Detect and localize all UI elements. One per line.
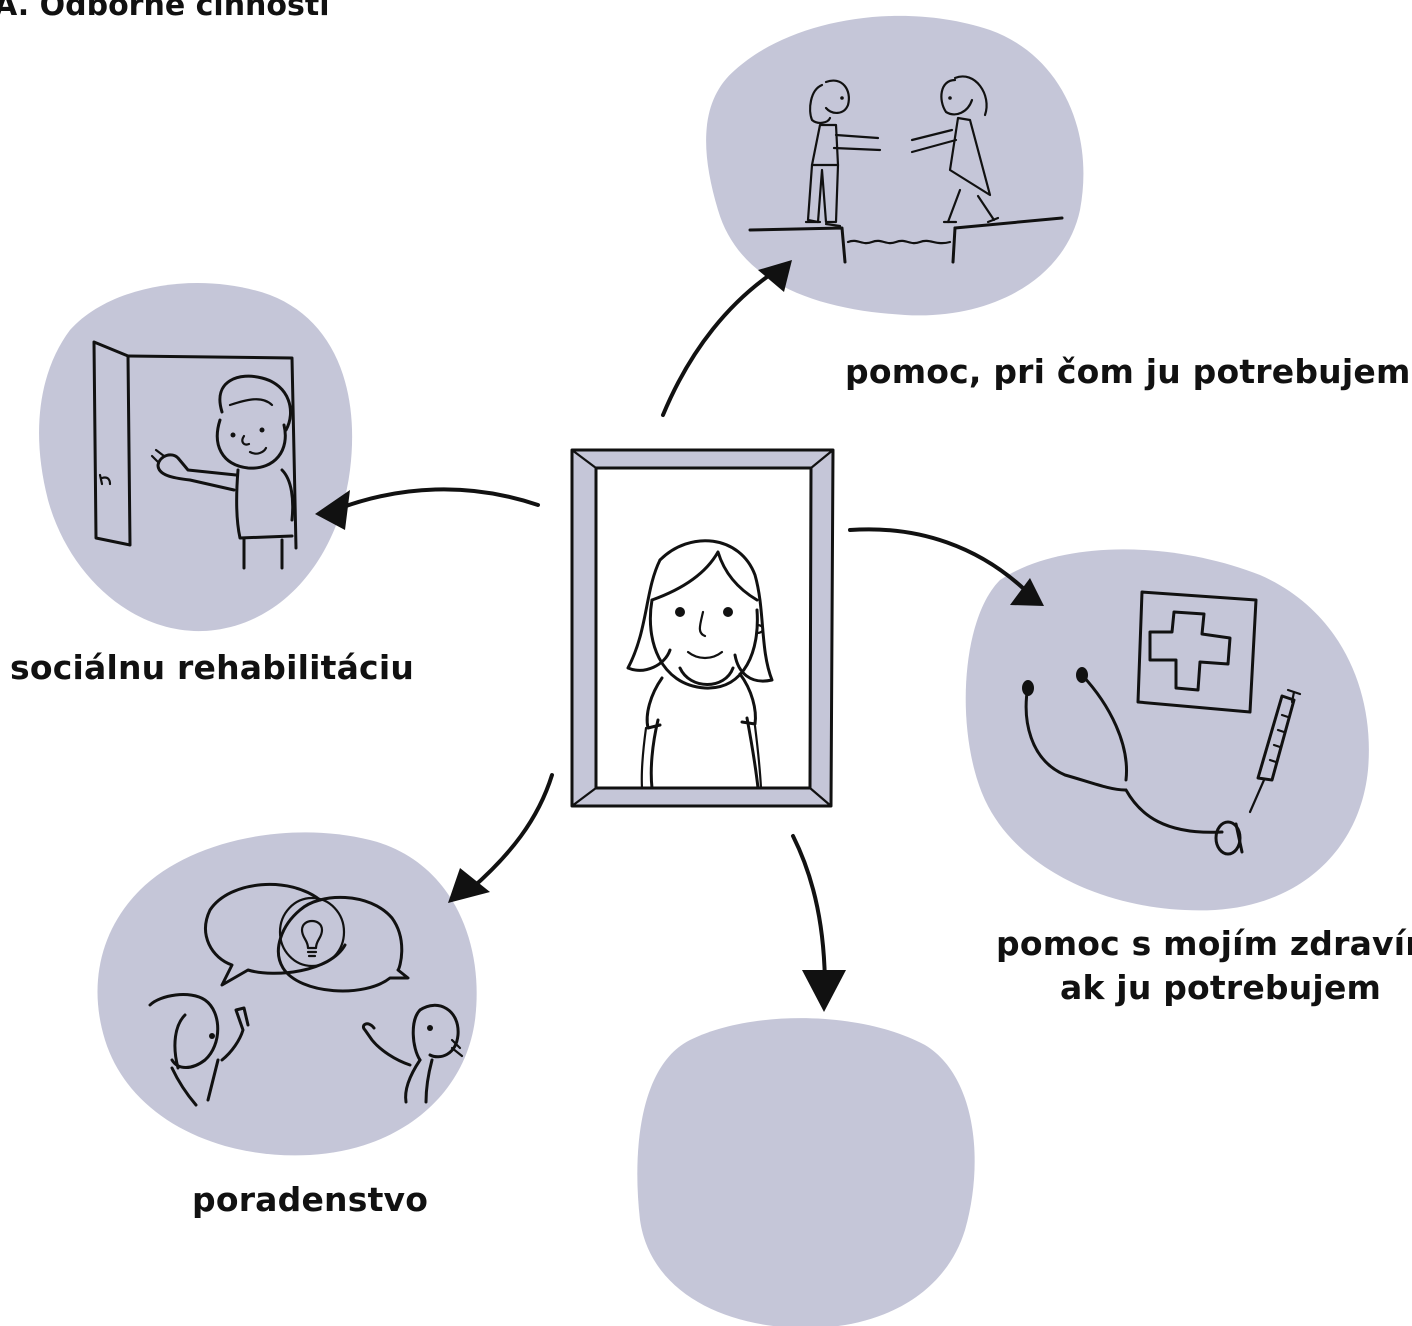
label-rehab: sociálnu rehabilitáciu <box>10 648 415 687</box>
page-title: A. Odborné činnosti <box>0 0 330 23</box>
conversation-icon <box>148 882 464 1107</box>
open-door-icon <box>92 340 298 570</box>
blob-health <box>965 549 1369 911</box>
arrow-to-rehab <box>315 487 540 530</box>
label-health-line2: ak ju potrebujem <box>1060 968 1382 1007</box>
blob-help <box>706 15 1084 316</box>
label-health-line1: pomoc s mojím zdravím, <box>996 924 1412 963</box>
blob-empty <box>637 1018 975 1326</box>
arrow-to-health <box>848 527 1044 606</box>
arrow-to-empty <box>791 834 846 1012</box>
medical-icon <box>1022 590 1302 856</box>
label-help: pomoc, pri čom ju potrebujem <box>845 352 1411 391</box>
blob-counsel <box>97 832 477 1156</box>
helping-hands-icon <box>748 75 1064 264</box>
blob-rehab <box>39 282 353 632</box>
woman-portrait-icon <box>570 448 835 808</box>
arrow-to-counsel <box>448 773 554 903</box>
label-counsel: poradenstvo <box>192 1180 429 1219</box>
arrow-to-help <box>661 260 792 417</box>
